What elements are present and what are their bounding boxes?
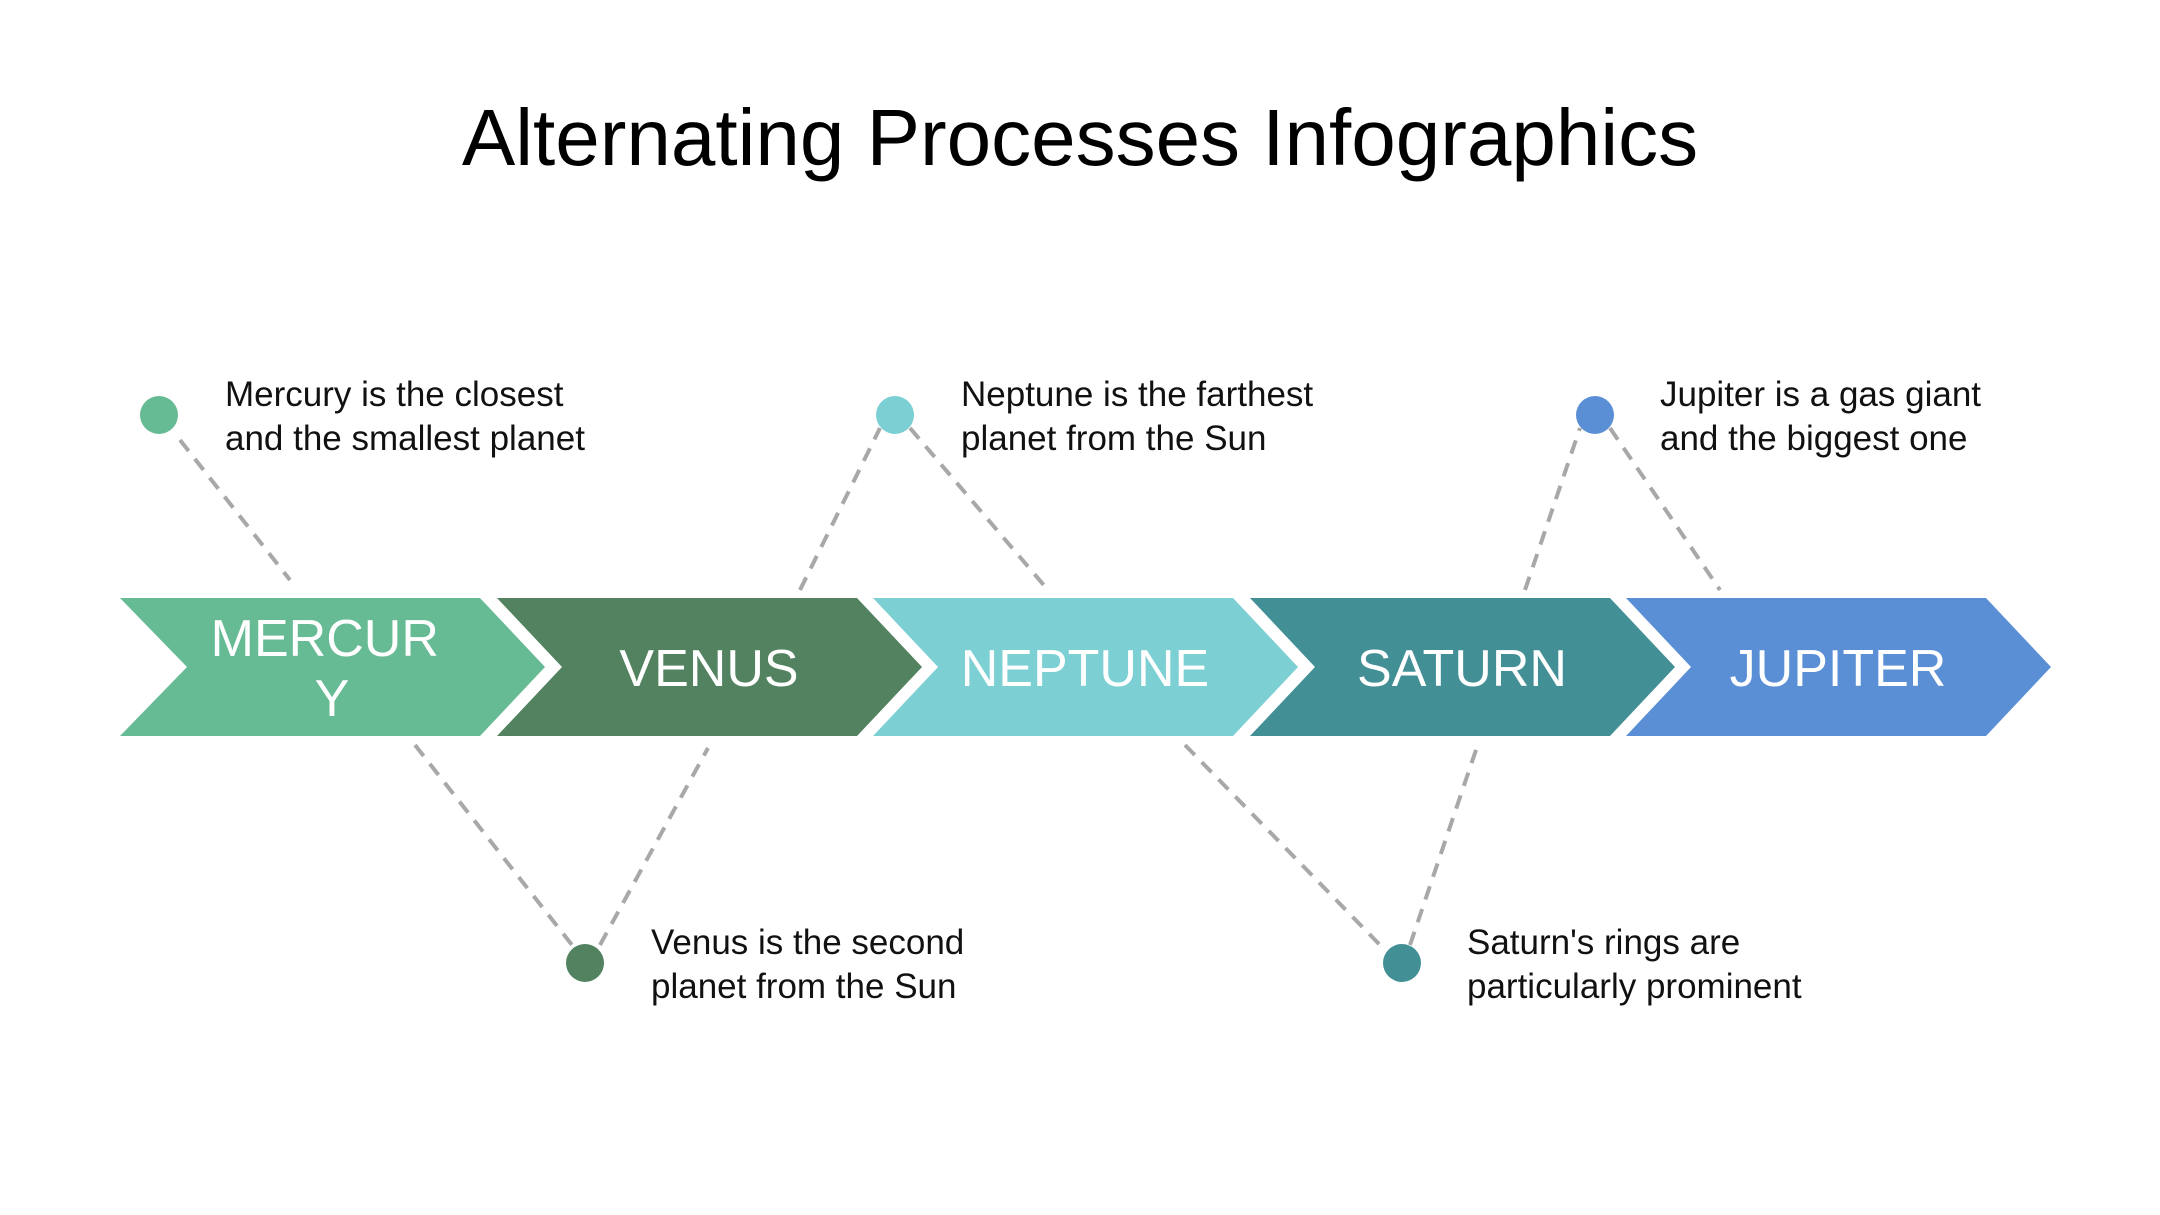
desc-neptune: Neptune is the farthest planet from the … <box>961 373 1313 461</box>
desc-line: Mercury is the closest <box>225 375 564 414</box>
connector-line <box>908 426 1050 592</box>
connector-line <box>598 747 710 946</box>
chevron-label-line: JUPITER <box>1730 640 1947 698</box>
desc-line: planet from the Sun <box>651 967 957 1006</box>
chevron-label-mercury: MERCUR Y <box>211 610 454 728</box>
chevron-label-line: SATURN <box>1357 640 1567 698</box>
chevron-venus[interactable] <box>497 598 922 736</box>
desc-line: planet from the Sun <box>961 419 1267 458</box>
dot-jupiter <box>1576 396 1614 434</box>
desc-line: Saturn's rings are <box>1467 923 1741 962</box>
chevron-label-line: MERCUR <box>211 610 439 668</box>
chevron-label-neptune: NEPTUNE <box>961 640 1209 698</box>
chevron-neptune[interactable] <box>873 598 1298 736</box>
chevron-row <box>120 598 2051 736</box>
chevron-label-saturn: SATURN <box>1357 640 1567 698</box>
connector-lines <box>178 426 1722 947</box>
step-dots <box>140 396 1614 982</box>
desc-saturn: Saturn's rings are particularly prominen… <box>1467 921 1802 1009</box>
chevron-mercury[interactable] <box>120 598 545 736</box>
desc-mercury: Mercury is the closest and the smallest … <box>225 373 585 461</box>
desc-line: Venus is the second <box>651 923 965 962</box>
desc-line: and the smallest planet <box>225 419 585 458</box>
connector-line <box>413 743 574 947</box>
desc-venus: Venus is the second planet from the Sun <box>651 921 964 1009</box>
connector-line <box>178 438 292 582</box>
connector-line <box>1408 743 1480 946</box>
page-title: Alternating Processes Infographics <box>461 93 1699 182</box>
connector-line <box>798 427 882 591</box>
desc-line: Jupiter is a gas giant <box>1660 375 1982 414</box>
chevron-labels: MERCUR Y VENUS NEPTUNE SATURN JUPITER <box>211 610 1947 728</box>
chevron-label-venus: VENUS <box>619 640 798 698</box>
connector-line <box>1608 426 1722 592</box>
desc-line: Neptune is the farthest <box>961 375 1314 414</box>
chevron-label-line: NEPTUNE <box>961 640 1209 698</box>
chevron-label-line: VENUS <box>619 640 798 698</box>
connector-line <box>1523 427 1582 591</box>
desc-line: particularly prominent <box>1467 967 1802 1006</box>
connector-line <box>1183 743 1382 947</box>
chevron-jupiter[interactable] <box>1626 598 2051 736</box>
desc-jupiter: Jupiter is a gas giant and the biggest o… <box>1660 373 1981 461</box>
dot-neptune <box>876 396 914 434</box>
chevron-label-jupiter: JUPITER <box>1730 640 1947 698</box>
dot-mercury <box>140 396 178 434</box>
dot-venus <box>566 944 604 982</box>
chevron-saturn[interactable] <box>1250 598 1675 736</box>
dot-saturn <box>1383 944 1421 982</box>
desc-line: and the biggest one <box>1660 419 1968 458</box>
chevron-label-line: Y <box>315 670 350 728</box>
